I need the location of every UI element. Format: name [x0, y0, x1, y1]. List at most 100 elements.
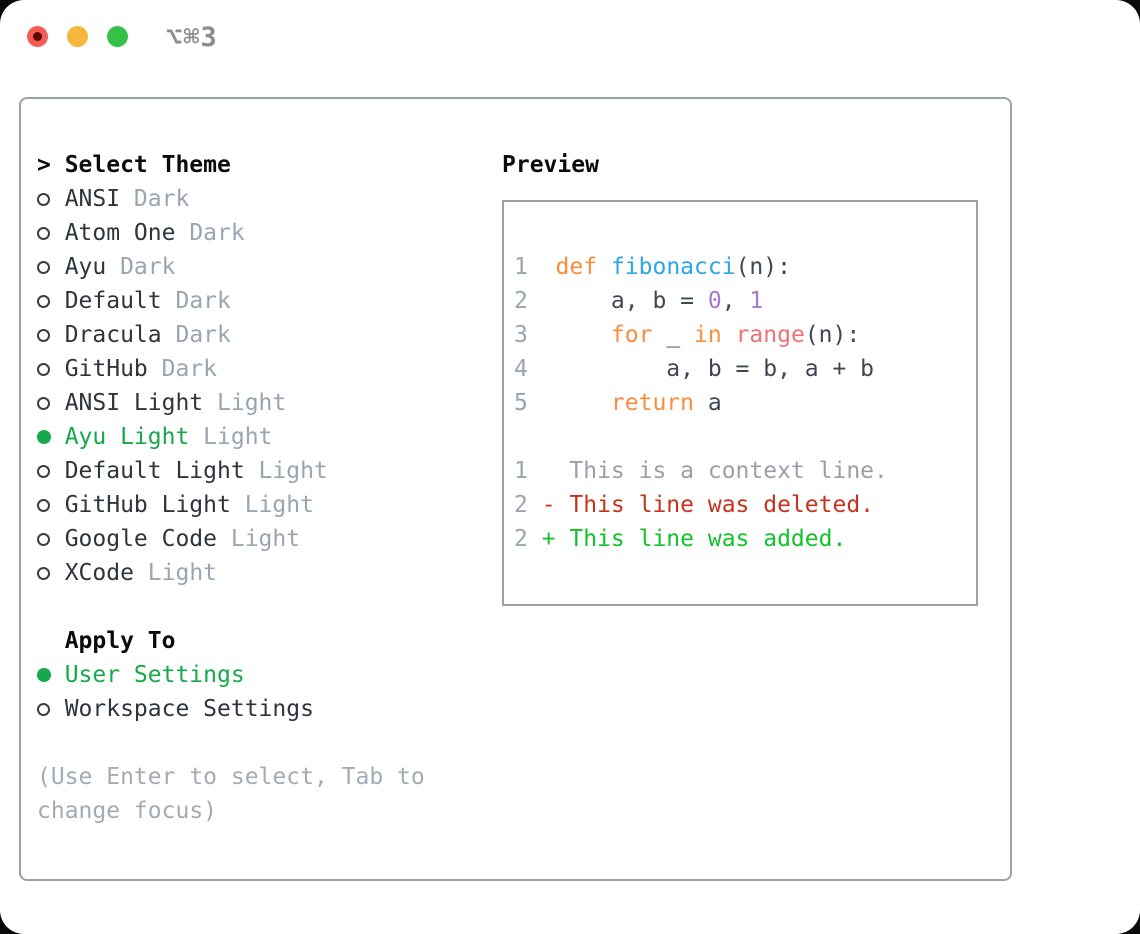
theme-option-google-code[interactable]: Google Code Light [37, 522, 502, 556]
theme-option-dracula[interactable]: Dracula Dark [37, 318, 502, 352]
option-label: Ayu Light [64, 424, 190, 450]
code-line: 4 a, b = b, a + b [514, 352, 976, 386]
zoom-button[interactable] [107, 26, 128, 47]
option-label: Ayu [64, 254, 107, 280]
line-number: 5 [514, 390, 528, 416]
diff-marker: + [541, 526, 556, 552]
preview-title: Preview [502, 152, 599, 178]
window-title: ⌥⌘3 [166, 22, 218, 53]
option-label: ANSI [64, 186, 121, 212]
diff-text: This line was added. [569, 526, 847, 552]
theme-option-ansi-light[interactable]: ANSI Light Light [37, 386, 502, 420]
option-label: GitHub [64, 356, 148, 382]
option-variant: Dark [189, 220, 245, 246]
theme-option-ansi[interactable]: ANSI Dark [37, 182, 502, 216]
theme-option-default-light[interactable]: Default Light Light [37, 454, 502, 488]
preview-header: Preview [502, 148, 1010, 182]
option-variant: Light [217, 390, 287, 416]
option-label: Default Light [64, 458, 245, 484]
line-number: 2 [514, 288, 528, 314]
radio-icon [37, 464, 65, 478]
option-label: Google Code [64, 526, 218, 552]
radio-icon [37, 226, 65, 240]
hint-line: (Use Enter to select, Tab to [37, 764, 425, 790]
diff-text: This line was deleted. [569, 492, 875, 518]
hint-text: (Use Enter to select, Tab to change focus… [37, 760, 502, 828]
radio-icon [37, 498, 65, 512]
apply-option-workspace-settings[interactable]: Workspace Settings [37, 692, 502, 726]
spacer [37, 590, 502, 624]
code-line: 5 return a [514, 386, 976, 420]
option-variant: Dark [175, 322, 231, 348]
option-variant: Dark [161, 356, 218, 382]
theme-option-github[interactable]: GitHub Dark [37, 352, 502, 386]
option-variant: Dark [133, 186, 190, 212]
option-label: Atom One [64, 220, 176, 246]
select-theme-title: Select Theme [64, 152, 231, 178]
option-label: Workspace Settings [64, 696, 314, 722]
minimize-button[interactable] [67, 26, 88, 47]
radio-icon [37, 532, 65, 546]
option-label: Dracula [64, 322, 162, 348]
radio-selected-icon [37, 668, 65, 682]
option-variant: Light [258, 458, 328, 484]
radio-icon [37, 566, 65, 580]
radio-icon [37, 328, 65, 342]
select-theme-header: > Select Theme [37, 148, 502, 182]
option-variant: Light [244, 492, 314, 518]
theme-option-xcode[interactable]: XCode Light [37, 556, 502, 590]
line-number: 2 [514, 492, 528, 518]
radio-icon [37, 192, 65, 206]
diff-line-del: 2-This line was deleted. [514, 488, 976, 522]
option-variant: Light [203, 424, 273, 450]
diff-marker: - [541, 492, 556, 518]
option-variant: Light [147, 560, 218, 586]
diff-marker [542, 454, 570, 488]
titlebar: ⌥⌘3 [0, 0, 1140, 75]
blank-line [514, 420, 976, 454]
option-label: User Settings [64, 662, 245, 688]
theme-option-atom-one[interactable]: Atom One Dark [37, 216, 502, 250]
radio-icon [37, 396, 65, 410]
radio-icon [37, 702, 65, 716]
theme-option-ayu-light[interactable]: Ayu Light Light [37, 420, 502, 454]
line-number: 3 [514, 322, 528, 348]
diff-line-add: 2 + This line was added. [514, 522, 976, 556]
cursor-prefix: > [37, 152, 51, 178]
radio-icon [37, 294, 65, 308]
line-number: 2 [514, 526, 528, 552]
line-number: 1 [514, 254, 528, 280]
traffic-lights [27, 26, 128, 47]
option-label: ANSI Light [64, 390, 204, 416]
radio-icon [37, 362, 65, 376]
unsaved-dot-icon [33, 32, 42, 41]
hint-line: change focus) [37, 798, 218, 824]
option-label: Default [64, 288, 162, 314]
apply-to-title: Apply To [64, 628, 176, 654]
diff-line-ctx: 1 This is a context line. [514, 454, 976, 488]
radio-icon [37, 260, 65, 274]
close-button[interactable] [27, 26, 48, 47]
option-variant: Light [230, 526, 301, 552]
option-label: XCode [64, 560, 134, 586]
apply-option-user-settings[interactable]: User Settings [37, 658, 502, 692]
line-number: 1 [514, 458, 528, 484]
theme-option-default[interactable]: Default Dark [37, 284, 502, 318]
theme-option-github-light[interactable]: GitHub Light Light [37, 488, 502, 522]
option-label: GitHub Light [64, 492, 231, 518]
spacer [37, 726, 502, 760]
option-variant: Dark [175, 288, 231, 314]
theme-option-ayu[interactable]: Ayu Dark [37, 250, 502, 284]
diff-text: This is a context line. [569, 458, 888, 484]
option-variant: Dark [120, 254, 176, 280]
code-line: 3 for _ in range(n): [514, 318, 976, 352]
apply-to-header: Apply To [37, 624, 502, 658]
